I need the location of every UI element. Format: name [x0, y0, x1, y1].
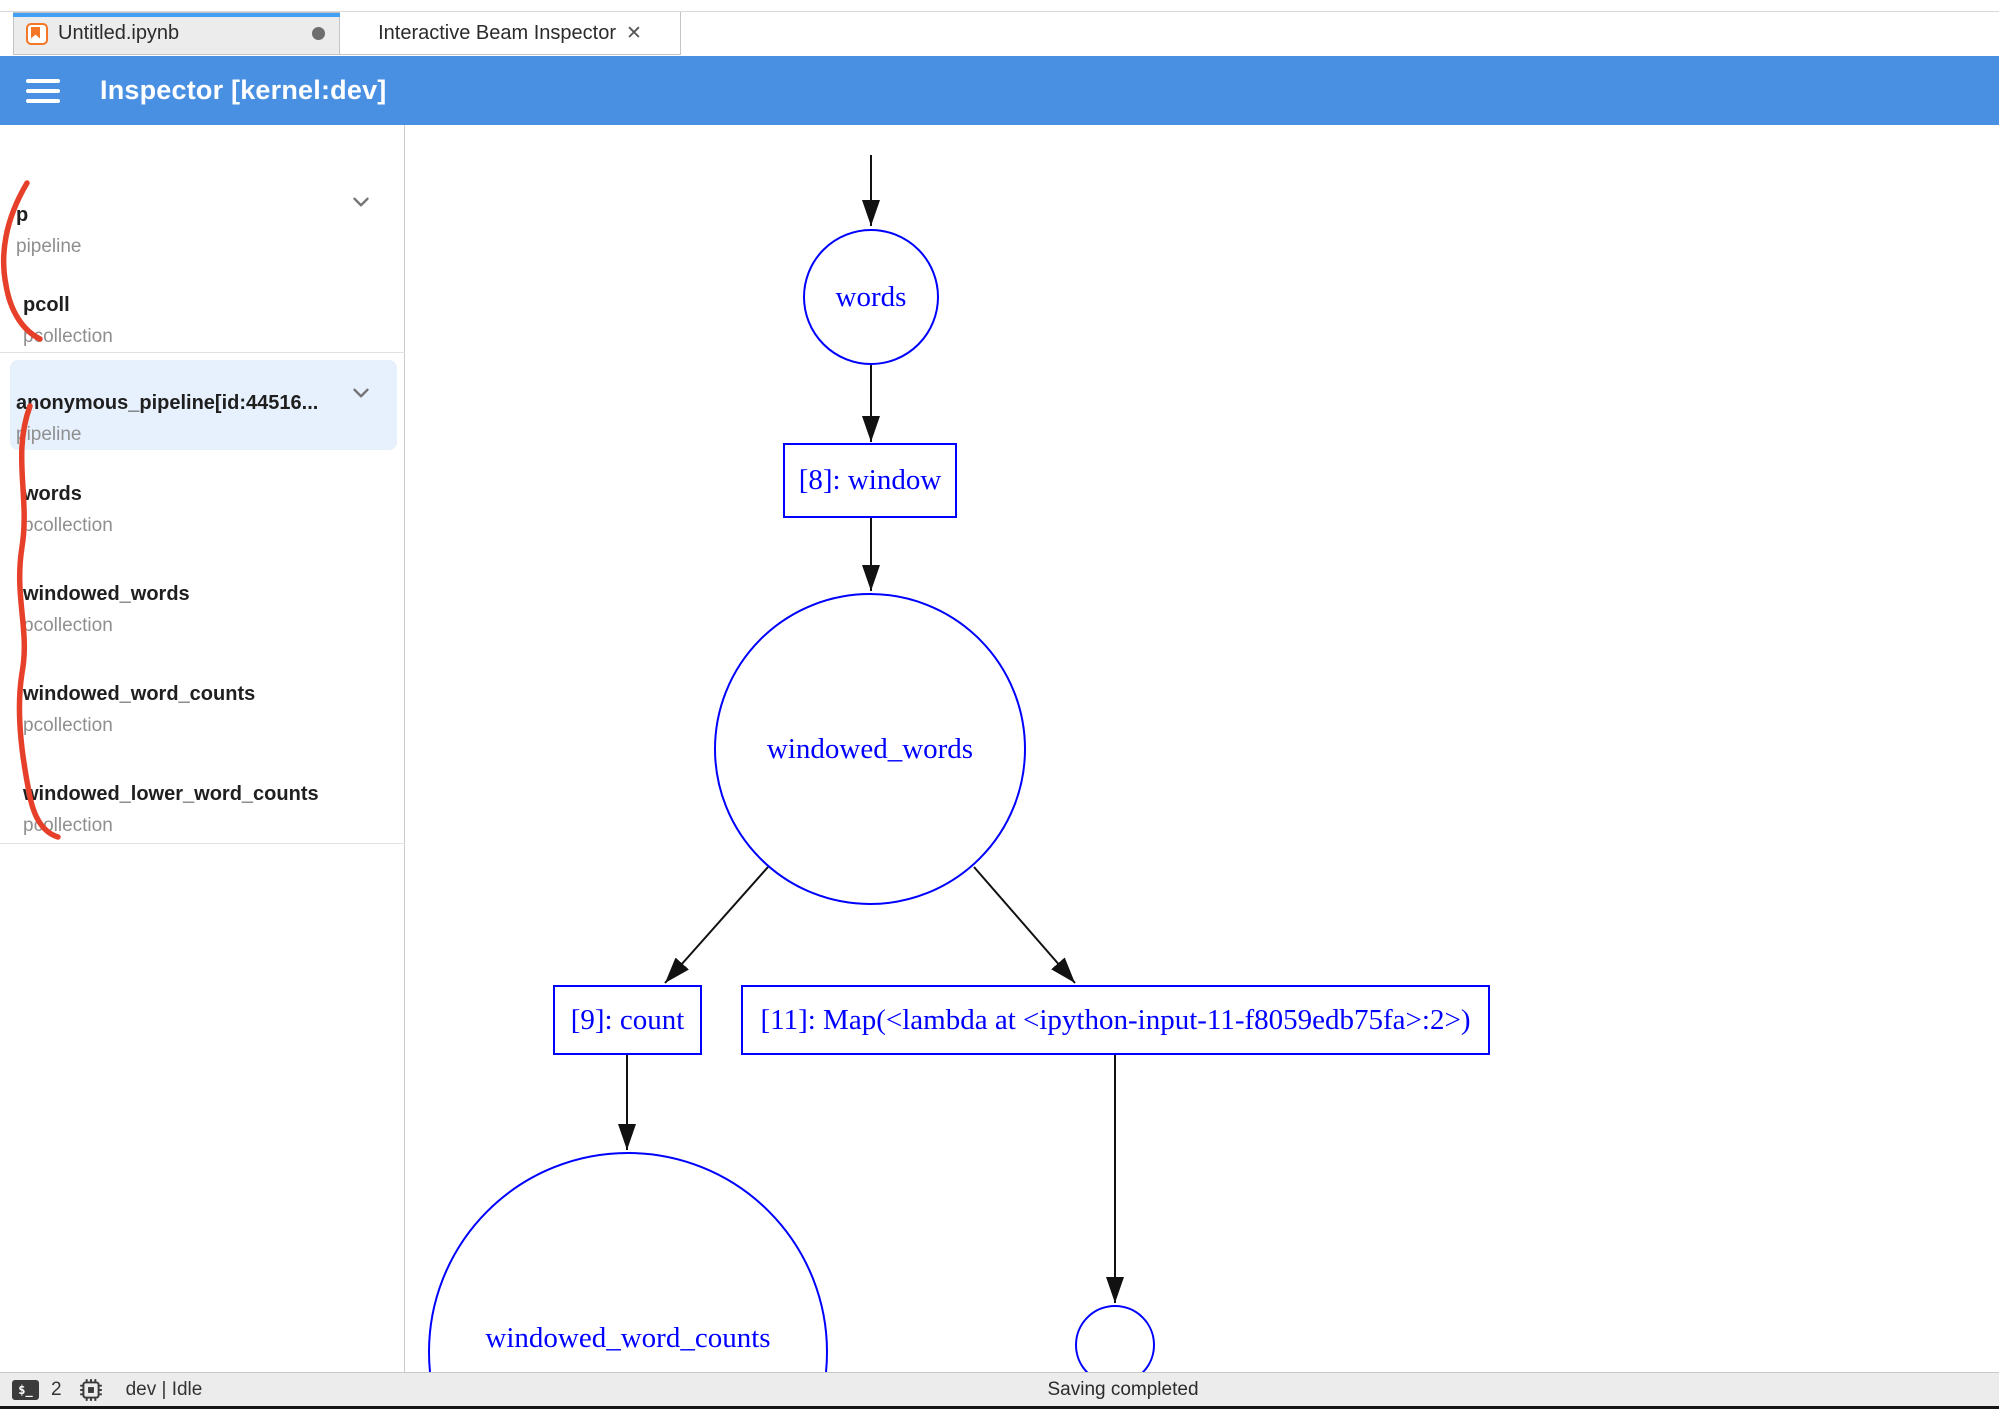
sidebar-item-windowed-word-counts[interactable]: windowed_word_counts pcollection [23, 683, 256, 736]
chevron-down-icon[interactable] [348, 380, 374, 406]
node-words[interactable]: words [803, 229, 939, 365]
tab-beam-inspector[interactable]: Interactive Beam Inspector ✕ [340, 12, 681, 55]
tab-label: Untitled.ipynb [58, 22, 180, 44]
node-windowed-words[interactable]: windowed_words [714, 593, 1026, 905]
sidebar-divider [0, 352, 405, 353]
status-bar: $_ 2 dev | Idle Saving completed [0, 1372, 1999, 1409]
sidebar-item-words[interactable]: words pcollection [23, 483, 113, 536]
sidebar-item-anonymous-pipeline[interactable]: anonymous_pipeline[id:44516... pipeline [10, 360, 397, 450]
notebook-icon [26, 22, 48, 45]
kernel-icon[interactable] [78, 1377, 104, 1403]
tab-bar: Untitled.ipynb Interactive Beam Inspecto… [0, 0, 1999, 56]
inspector-header: Inspector [kernel:dev] [0, 56, 1999, 125]
sidebar-item-pcoll[interactable]: pcoll pcollection [23, 294, 113, 347]
pipeline-graph: words [8]: window windowed_words [9]: co… [405, 125, 1999, 1372]
unsaved-changes-dot [312, 27, 325, 40]
status-message: Saving completed [1047, 1378, 1199, 1400]
node-window-transform[interactable]: [8]: window [783, 443, 957, 518]
sidebar-bottom-border [0, 843, 405, 844]
sidebar-item-windowed-lower-word-counts[interactable]: windowed_lower_word_counts pcollection [23, 783, 319, 836]
chevron-down-icon[interactable] [348, 189, 374, 215]
sidebar-item-p[interactable]: p pipeline [16, 204, 82, 257]
kernel-status[interactable]: dev | Idle [125, 1378, 203, 1400]
menu-icon[interactable] [26, 78, 60, 103]
node-map-transform[interactable]: [11]: Map(<lambda at <ipython-input-11-f… [741, 985, 1490, 1055]
tab-untitled-notebook[interactable]: Untitled.ipynb [13, 12, 340, 55]
terminal-icon[interactable]: $_ [12, 1379, 39, 1400]
pipeline-sidebar: p pipeline pcoll pcollection anonymous_p… [0, 125, 405, 1372]
node-windowed-lower-word-counts[interactable] [1075, 1305, 1155, 1372]
sidebar-item-windowed-words[interactable]: windowed_words pcollection [23, 583, 190, 636]
close-icon[interactable]: ✕ [625, 22, 642, 44]
node-count-transform[interactable]: [9]: count [553, 985, 702, 1055]
terminal-count[interactable]: 2 [51, 1378, 62, 1400]
tab-label: Interactive Beam Inspector [378, 21, 616, 44]
graph-edges [618, 155, 1124, 1303]
page-title: Inspector [kernel:dev] [100, 75, 387, 105]
